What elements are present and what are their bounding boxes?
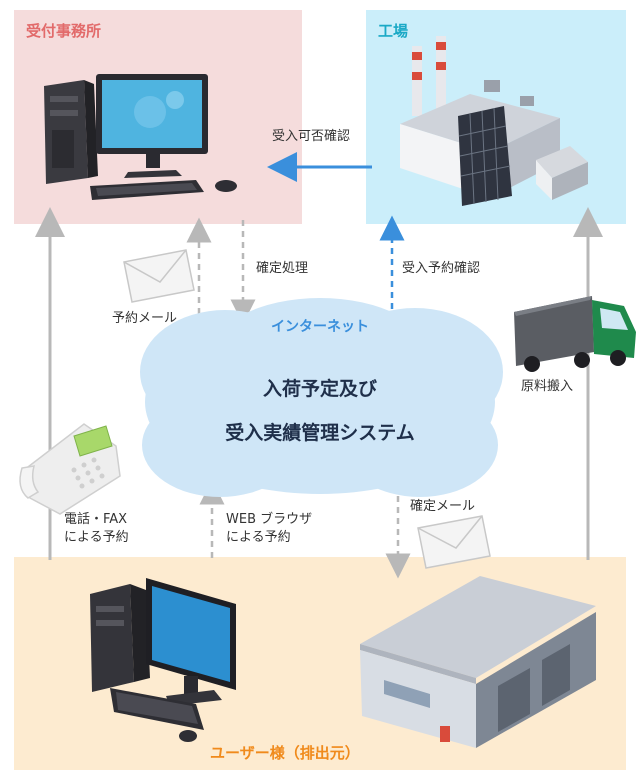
booking-check-label: 受入予約確認 xyxy=(402,261,481,276)
material-delivery-label: 原料搬入 xyxy=(521,379,574,394)
acceptance-check-label: 受入可否確認 xyxy=(272,129,351,144)
web-browser-label-line1: WEB ブラウザ xyxy=(226,512,313,527)
phone-fax-label-line1: 電話・FAX xyxy=(64,512,128,527)
system-title-line1: 入荷予定及び xyxy=(262,378,377,400)
system-title-line2: 受入実績管理システム xyxy=(225,422,415,444)
confirm-mail-label: 確定メール xyxy=(410,499,476,514)
factory-title: 工場 xyxy=(378,22,409,40)
booking-mail-label: 予約メール xyxy=(112,311,178,326)
web-browser-label-line2: による予約 xyxy=(226,530,291,545)
reception-title: 受付事務所 xyxy=(26,22,102,40)
user-title: ユーザー様（排出元） xyxy=(210,744,360,762)
internet-label: インターネット xyxy=(271,319,369,335)
phone-fax-label-line2: による予約 xyxy=(64,530,129,545)
confirm-process-label: 確定処理 xyxy=(256,261,309,276)
